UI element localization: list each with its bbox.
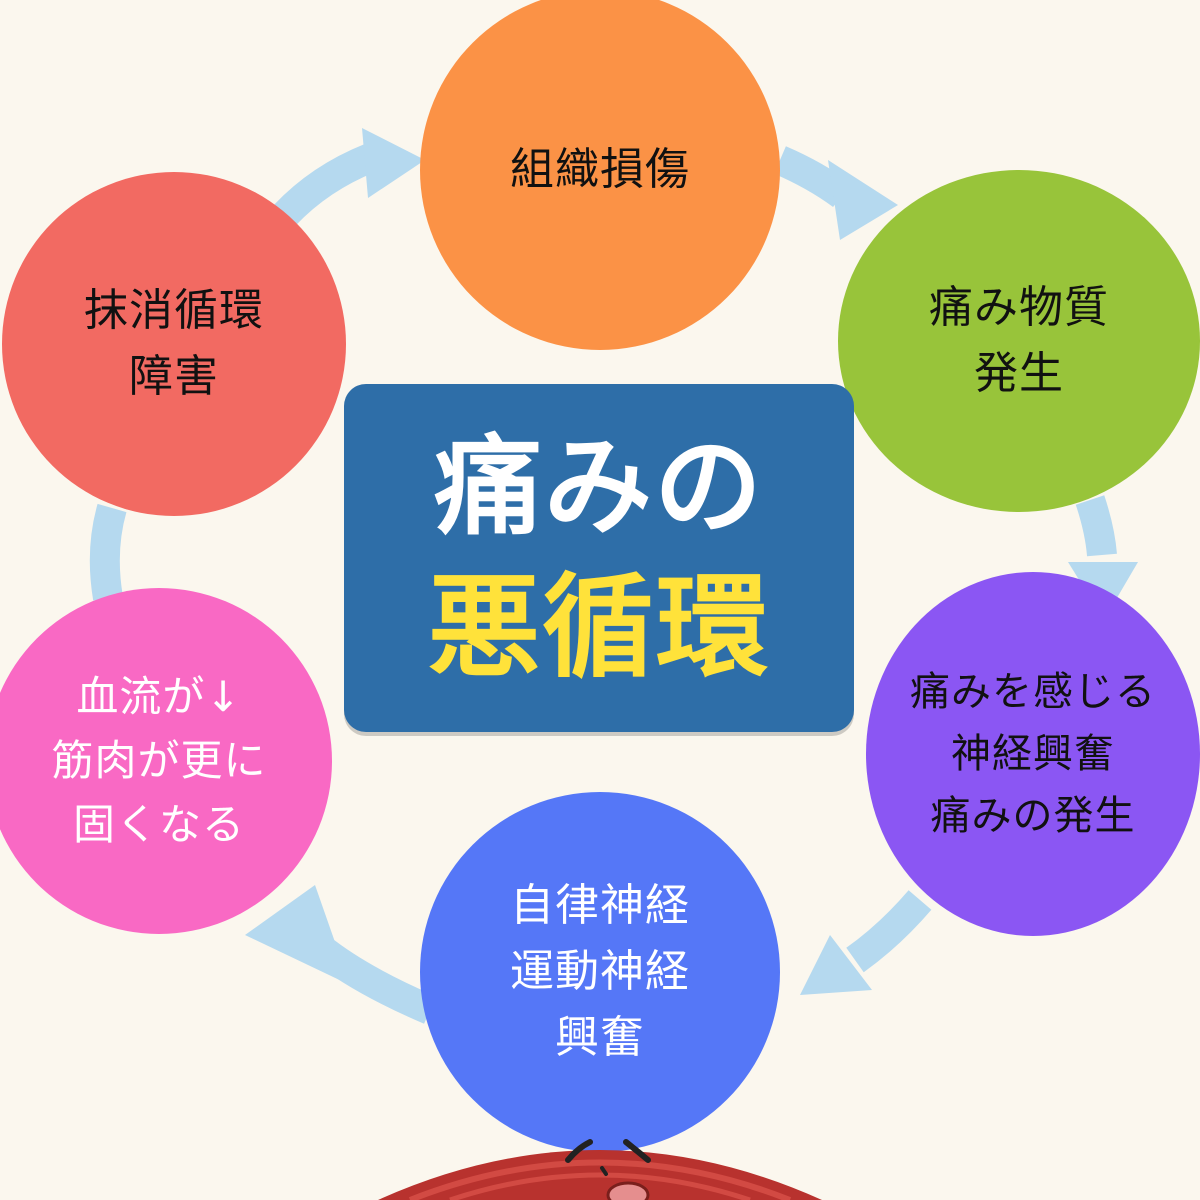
node-label: 自律神経 [510,880,690,931]
title-line-2: 悪循環 [428,563,770,693]
node-label: 痛みを感じる [910,669,1156,715]
muscle-eyebrow-right [623,1139,651,1163]
arc-substance-to-nerve [1075,495,1117,557]
muscle-fiber-line [449,1172,751,1200]
node-label: 固くなる [72,800,245,849]
node-pain-substance: 痛み物質 発生 [838,170,1200,512]
muscle-fiber-line [408,1159,792,1200]
muscle-eyebrow-left [565,1139,593,1163]
node-label: 障害 [129,351,219,402]
node-tissue-damage: 組織損傷 [420,0,780,350]
node-circulation: 抹消循環 障害 [2,172,346,516]
title-line-1: 痛みの [433,425,764,550]
arc-circulation-to-tissue [274,144,376,226]
node-label: 筋肉が更に [51,736,267,785]
node-label: 興奮 [555,1012,645,1063]
node-label: 神経興奮 [951,731,1115,777]
arc-bloodflow-to-circulation [89,503,127,601]
title-box: 痛みの 悪循環 [344,384,854,732]
muscle-sweat-mark [600,1166,608,1176]
node-nerve-excitation: 痛みを感じる 神経興奮 痛みの発生 [866,572,1200,936]
node-label: 運動神経 [510,946,690,997]
arc-nerve-to-autonomic [846,890,932,973]
muscle-cheek [606,1181,650,1200]
node-label: 血流が↓ [76,672,242,721]
node-blood-flow: 血流が↓ 筋肉が更に 固くなる [0,588,332,934]
node-autonomic-motor: 自律神経 運動神経 興奮 [420,792,780,1152]
arrowhead-to-substance [828,160,898,240]
arrowhead-to-autonomic [800,935,872,995]
arrowhead-to-bloodflow [245,885,350,985]
node-label: 痛みの発生 [930,793,1136,839]
arrowhead-to-tissue [362,128,425,198]
node-label: 痛み物質 [929,282,1109,333]
node-label: 組織損傷 [510,144,690,195]
node-label: 抹消循環 [84,285,264,336]
node-label: 発生 [974,348,1064,399]
